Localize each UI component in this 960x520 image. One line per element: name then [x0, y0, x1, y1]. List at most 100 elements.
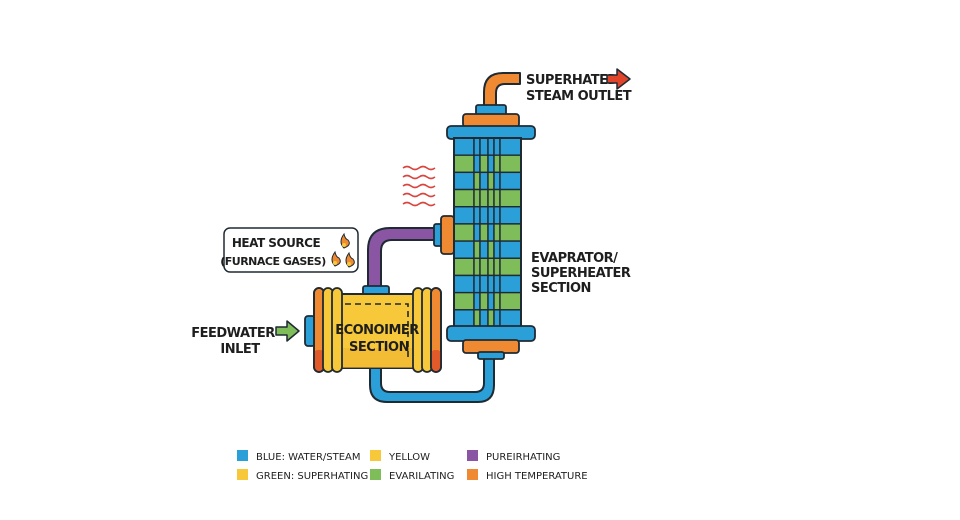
- column-cell: [479, 291, 489, 311]
- column-cell: [499, 274, 522, 294]
- economizer: ECONOIMER SECTION: [304, 285, 442, 373]
- column-cell: [453, 240, 475, 259]
- column-cell: [499, 309, 522, 328]
- column-cell: [493, 171, 501, 191]
- column-cell: [479, 274, 489, 294]
- economizer-label-line1: ECONOIMER: [335, 323, 419, 338]
- column-cell: [473, 291, 481, 311]
- column-cell: [493, 309, 501, 328]
- column-cell: [493, 257, 501, 277]
- column-cell: [453, 206, 475, 225]
- column-cell: [499, 206, 522, 225]
- column-cell: [493, 274, 501, 294]
- column-cell: [479, 154, 489, 174]
- legend-item: BLUE: WATER/STEAM: [237, 450, 361, 463]
- legend: BLUE: WATER/STEAM YELLOW PUREIRHATING GREEN…: [237, 450, 588, 482]
- legend-label: BLUE: WATER/STEAM: [256, 452, 361, 463]
- column-cell: [493, 240, 501, 259]
- outlet-arrow-icon: [606, 68, 631, 90]
- column-cell: [487, 257, 495, 277]
- outlet-label-line2: STEAM OUTLET: [526, 89, 632, 104]
- legend-label: YELLOW: [388, 452, 430, 463]
- column-cell: [453, 137, 475, 156]
- column-cell: [499, 240, 522, 259]
- column-cell: [493, 154, 501, 174]
- legend-swatch: [467, 469, 478, 480]
- column-cell: [473, 188, 481, 208]
- evaporator-label-line3: SECTION: [531, 281, 591, 296]
- column-cell: [479, 137, 489, 156]
- column-cell: [453, 171, 475, 191]
- column-cell: [473, 137, 481, 156]
- column-cell: [499, 171, 522, 191]
- column-cell: [479, 206, 489, 225]
- column-cell: [453, 291, 475, 311]
- evaporator-label-line2: SUPERHEATER: [531, 266, 631, 281]
- column-cell: [479, 223, 489, 242]
- heat-source-callout: HEAT SOURCE (FURNACE GASES): [220, 227, 359, 273]
- column-cell: [493, 206, 501, 225]
- column-cell: [473, 154, 481, 174]
- heat-source-label: HEAT SOURCE: [232, 236, 321, 250]
- column-cell: [473, 240, 481, 259]
- column-cell: [453, 188, 475, 208]
- column-cell: [493, 291, 501, 311]
- column-cell: [487, 188, 495, 208]
- legend-label: HIGH TEMPERATURE: [486, 471, 588, 482]
- column-cell: [479, 188, 489, 208]
- column-cell: [487, 309, 495, 328]
- outlet-pipe: [483, 72, 521, 108]
- legend-item: PUREIRHATING: [467, 450, 560, 463]
- column-cell: [487, 223, 495, 242]
- column-cell: [487, 137, 495, 156]
- legend-swatch: [370, 450, 381, 461]
- legend-label: EVARILATING: [389, 471, 454, 482]
- economizer-label-line2: SECTION: [349, 340, 409, 355]
- column-cell: [487, 274, 495, 294]
- column-cell: [479, 240, 489, 259]
- heat-wave-icon: [402, 165, 436, 207]
- column-cell: [499, 188, 522, 208]
- column-cell: [493, 223, 501, 242]
- column-cell: [499, 154, 522, 174]
- evaporator-column: [446, 104, 536, 360]
- column-cell: [453, 257, 475, 277]
- outlet-label-line1: SUPERHATED: [526, 73, 619, 88]
- feedwater-arrow-icon: [275, 320, 300, 342]
- column-cell: [473, 171, 481, 191]
- column-cell: [487, 154, 495, 174]
- column-cell: [493, 137, 501, 156]
- heat-source-sublabel: (FURNACE GASES): [220, 255, 326, 268]
- legend-item: YELLOW: [370, 450, 430, 463]
- column-cell: [499, 223, 522, 242]
- side-flange: [433, 215, 455, 255]
- evaporator-label-line1: EVAPRATOR/: [531, 251, 618, 266]
- feedwater-label-line1: FEEDWATER: [191, 326, 275, 341]
- column-cell: [479, 309, 489, 328]
- column-cell: [473, 309, 481, 328]
- legend-item: HIGH TEMPERATURE: [467, 469, 588, 482]
- column-cell: [487, 240, 495, 259]
- column-cell: [487, 171, 495, 191]
- legend-swatch: [370, 469, 381, 480]
- column-cell: [479, 171, 489, 191]
- column-cell: [487, 291, 495, 311]
- column-cell: [479, 257, 489, 277]
- legend-item: GREEN: SUPERHATING: [237, 469, 368, 482]
- column-cell: [473, 257, 481, 277]
- column-cell: [473, 274, 481, 294]
- column-cell: [499, 291, 522, 311]
- column-cell: [499, 257, 522, 277]
- column-cell: [487, 206, 495, 225]
- column-cell: [453, 309, 475, 328]
- legend-swatch: [237, 469, 248, 480]
- feedwater-label-line2: INLET: [220, 342, 260, 357]
- legend-swatch: [467, 450, 478, 461]
- legend-item: EVARILATING: [370, 469, 454, 482]
- column-cell: [453, 274, 475, 294]
- legend-swatch: [237, 450, 248, 461]
- legend-label: PUREIRHATING: [486, 452, 560, 463]
- column-cell: [473, 223, 481, 242]
- flame-icon: [331, 232, 355, 268]
